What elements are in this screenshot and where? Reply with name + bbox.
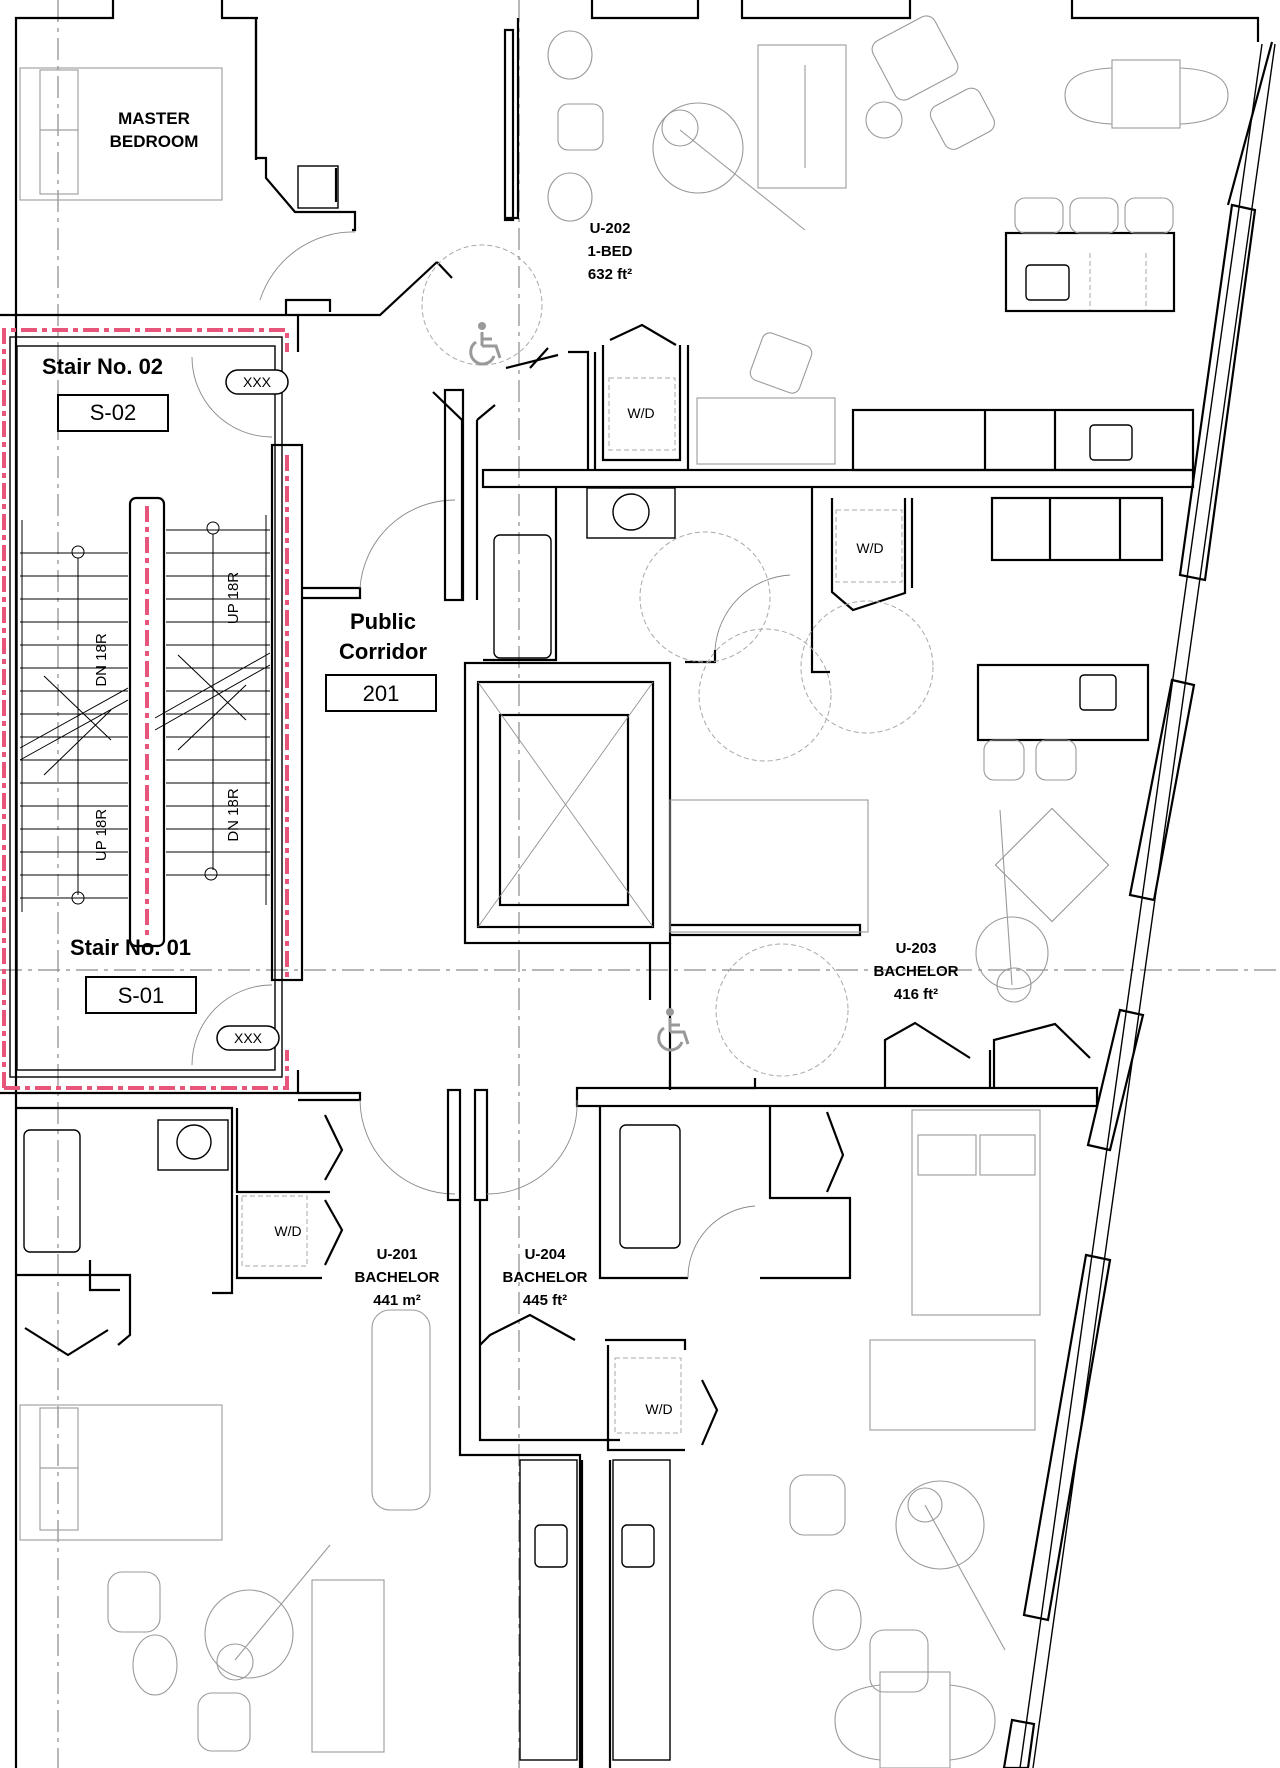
u201-area: 441 m² bbox=[373, 1292, 421, 1309]
stair-flight-a-lower-label: UP 18R bbox=[93, 809, 110, 861]
corridor-label-1: Public bbox=[350, 609, 416, 634]
stair-treads bbox=[19, 515, 271, 912]
u204-unit: U-204 bbox=[525, 1246, 567, 1263]
stair-01-door-tag: XXX bbox=[234, 1030, 263, 1046]
stair-01-tag: S-01 bbox=[118, 983, 164, 1008]
u201-type: BACHELOR bbox=[355, 1269, 440, 1286]
u203-type: BACHELOR bbox=[874, 963, 959, 980]
wd-label-u202: W/D bbox=[627, 405, 654, 421]
u203-unit: U-203 bbox=[896, 940, 937, 957]
wheelchair-icon bbox=[657, 1008, 690, 1052]
stair-02-door-tag: XXX bbox=[243, 374, 272, 390]
u202-type: 1-BED bbox=[587, 243, 632, 260]
u202-unit: U-202 bbox=[590, 220, 631, 237]
u204-area: 445 ft² bbox=[523, 1292, 567, 1309]
stair-02-tag-box bbox=[57, 394, 169, 432]
u202-area: 632 ft² bbox=[588, 266, 632, 283]
u204-type: BACHELOR bbox=[503, 1269, 588, 1286]
corridor-tag: 201 bbox=[363, 681, 400, 706]
u201-unit: U-201 bbox=[377, 1246, 418, 1263]
stair-02-name: Stair No. 02 bbox=[42, 354, 163, 379]
wd-label-u203: W/D bbox=[856, 540, 883, 556]
wheelchair-icon bbox=[469, 322, 502, 366]
wd-label-u204: W/D bbox=[645, 1401, 672, 1417]
furniture bbox=[19, 15, 1229, 1768]
corridor-label-2: Corridor bbox=[339, 639, 427, 664]
exterior-walls bbox=[14, 0, 1276, 1768]
door-tag-02-box bbox=[225, 369, 289, 395]
wd-label-u201: W/D bbox=[274, 1223, 301, 1239]
door-tag-01-box bbox=[216, 1025, 280, 1051]
corridor-tag-box bbox=[325, 674, 437, 712]
stair-flight-b-lower-label: DN 18R bbox=[225, 788, 242, 842]
master-bedroom-label-1: MASTER bbox=[118, 109, 190, 128]
stair-02-tag: S-02 bbox=[90, 400, 136, 425]
master-bedroom-label-2: BEDROOM bbox=[110, 132, 199, 151]
stair-flight-b-upper-label: UP 18R bbox=[225, 572, 242, 624]
stair-01-name: Stair No. 01 bbox=[70, 935, 191, 960]
stair-flight-a-upper-label: DN 18R bbox=[93, 633, 110, 687]
stair-01-tag-box bbox=[85, 976, 197, 1014]
interior-walls bbox=[16, 18, 1195, 1768]
u203-area: 416 ft² bbox=[894, 986, 938, 1003]
